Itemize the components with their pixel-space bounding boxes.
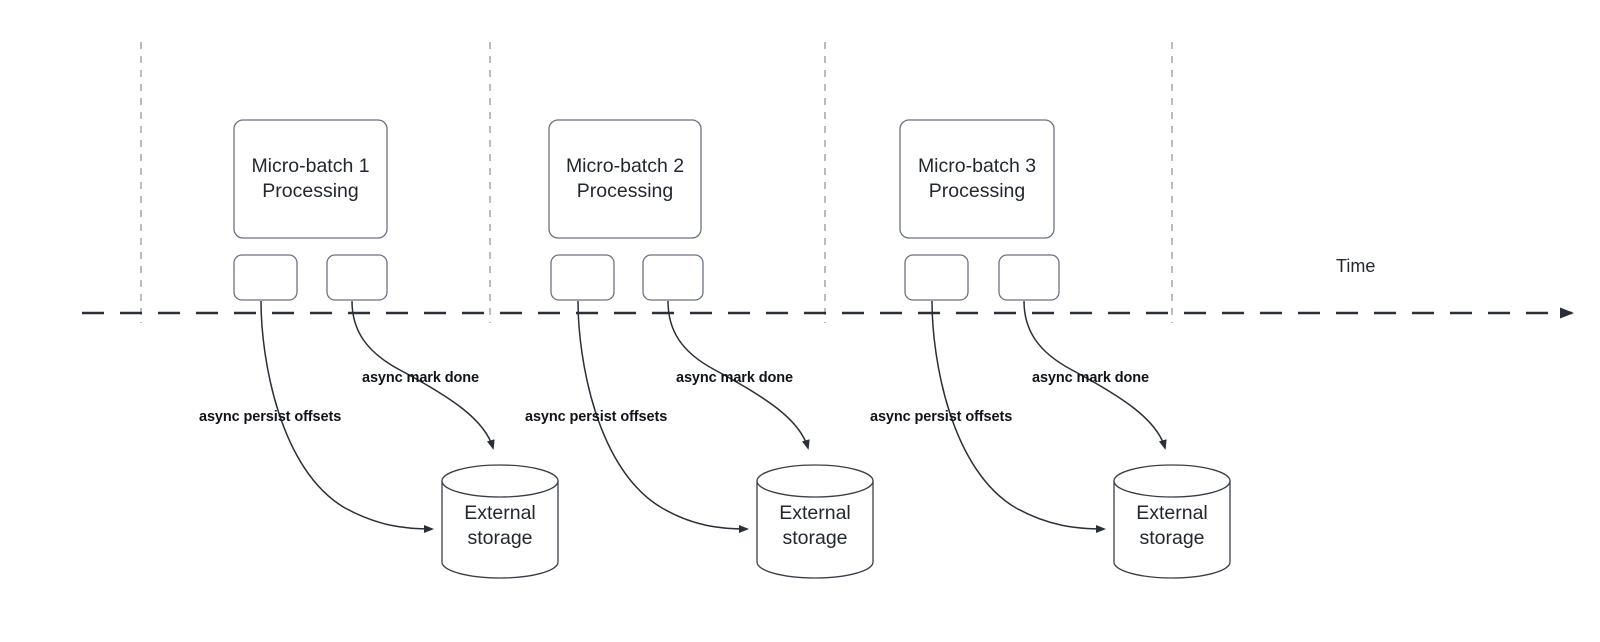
group-2-task-box-left[interactable] — [550, 254, 615, 301]
group-3-edge-async-mark-done — [1023, 300, 1167, 450]
group-1-task-box-right[interactable] — [326, 254, 388, 301]
batch-box-3[interactable] — [899, 119, 1055, 239]
group-1-storage-top — [441, 464, 559, 498]
group-1-task-box-left[interactable] — [233, 254, 298, 301]
group-3-edge-async-persist-offsets — [931, 300, 1106, 533]
group-2-task-box-right[interactable] — [642, 254, 704, 301]
group-3-storage-body — [1113, 480, 1231, 579]
group-3-task-box-left[interactable] — [904, 254, 969, 301]
group-2-storage-top — [756, 464, 874, 498]
group-1-storage-body — [441, 480, 559, 579]
batch-box-2[interactable] — [548, 119, 702, 239]
batch-box-1[interactable] — [233, 119, 388, 239]
group-2-storage-body — [756, 480, 874, 579]
group-3-task-box-right[interactable] — [998, 254, 1060, 301]
group-3-storage-top — [1113, 464, 1231, 498]
group-1-edge-async-persist-offsets — [260, 300, 434, 533]
group-2-edge-async-persist-offsets — [577, 300, 749, 533]
group-2-edge-async-mark-done — [667, 300, 810, 450]
group-1-edge-async-mark-done — [351, 300, 495, 450]
